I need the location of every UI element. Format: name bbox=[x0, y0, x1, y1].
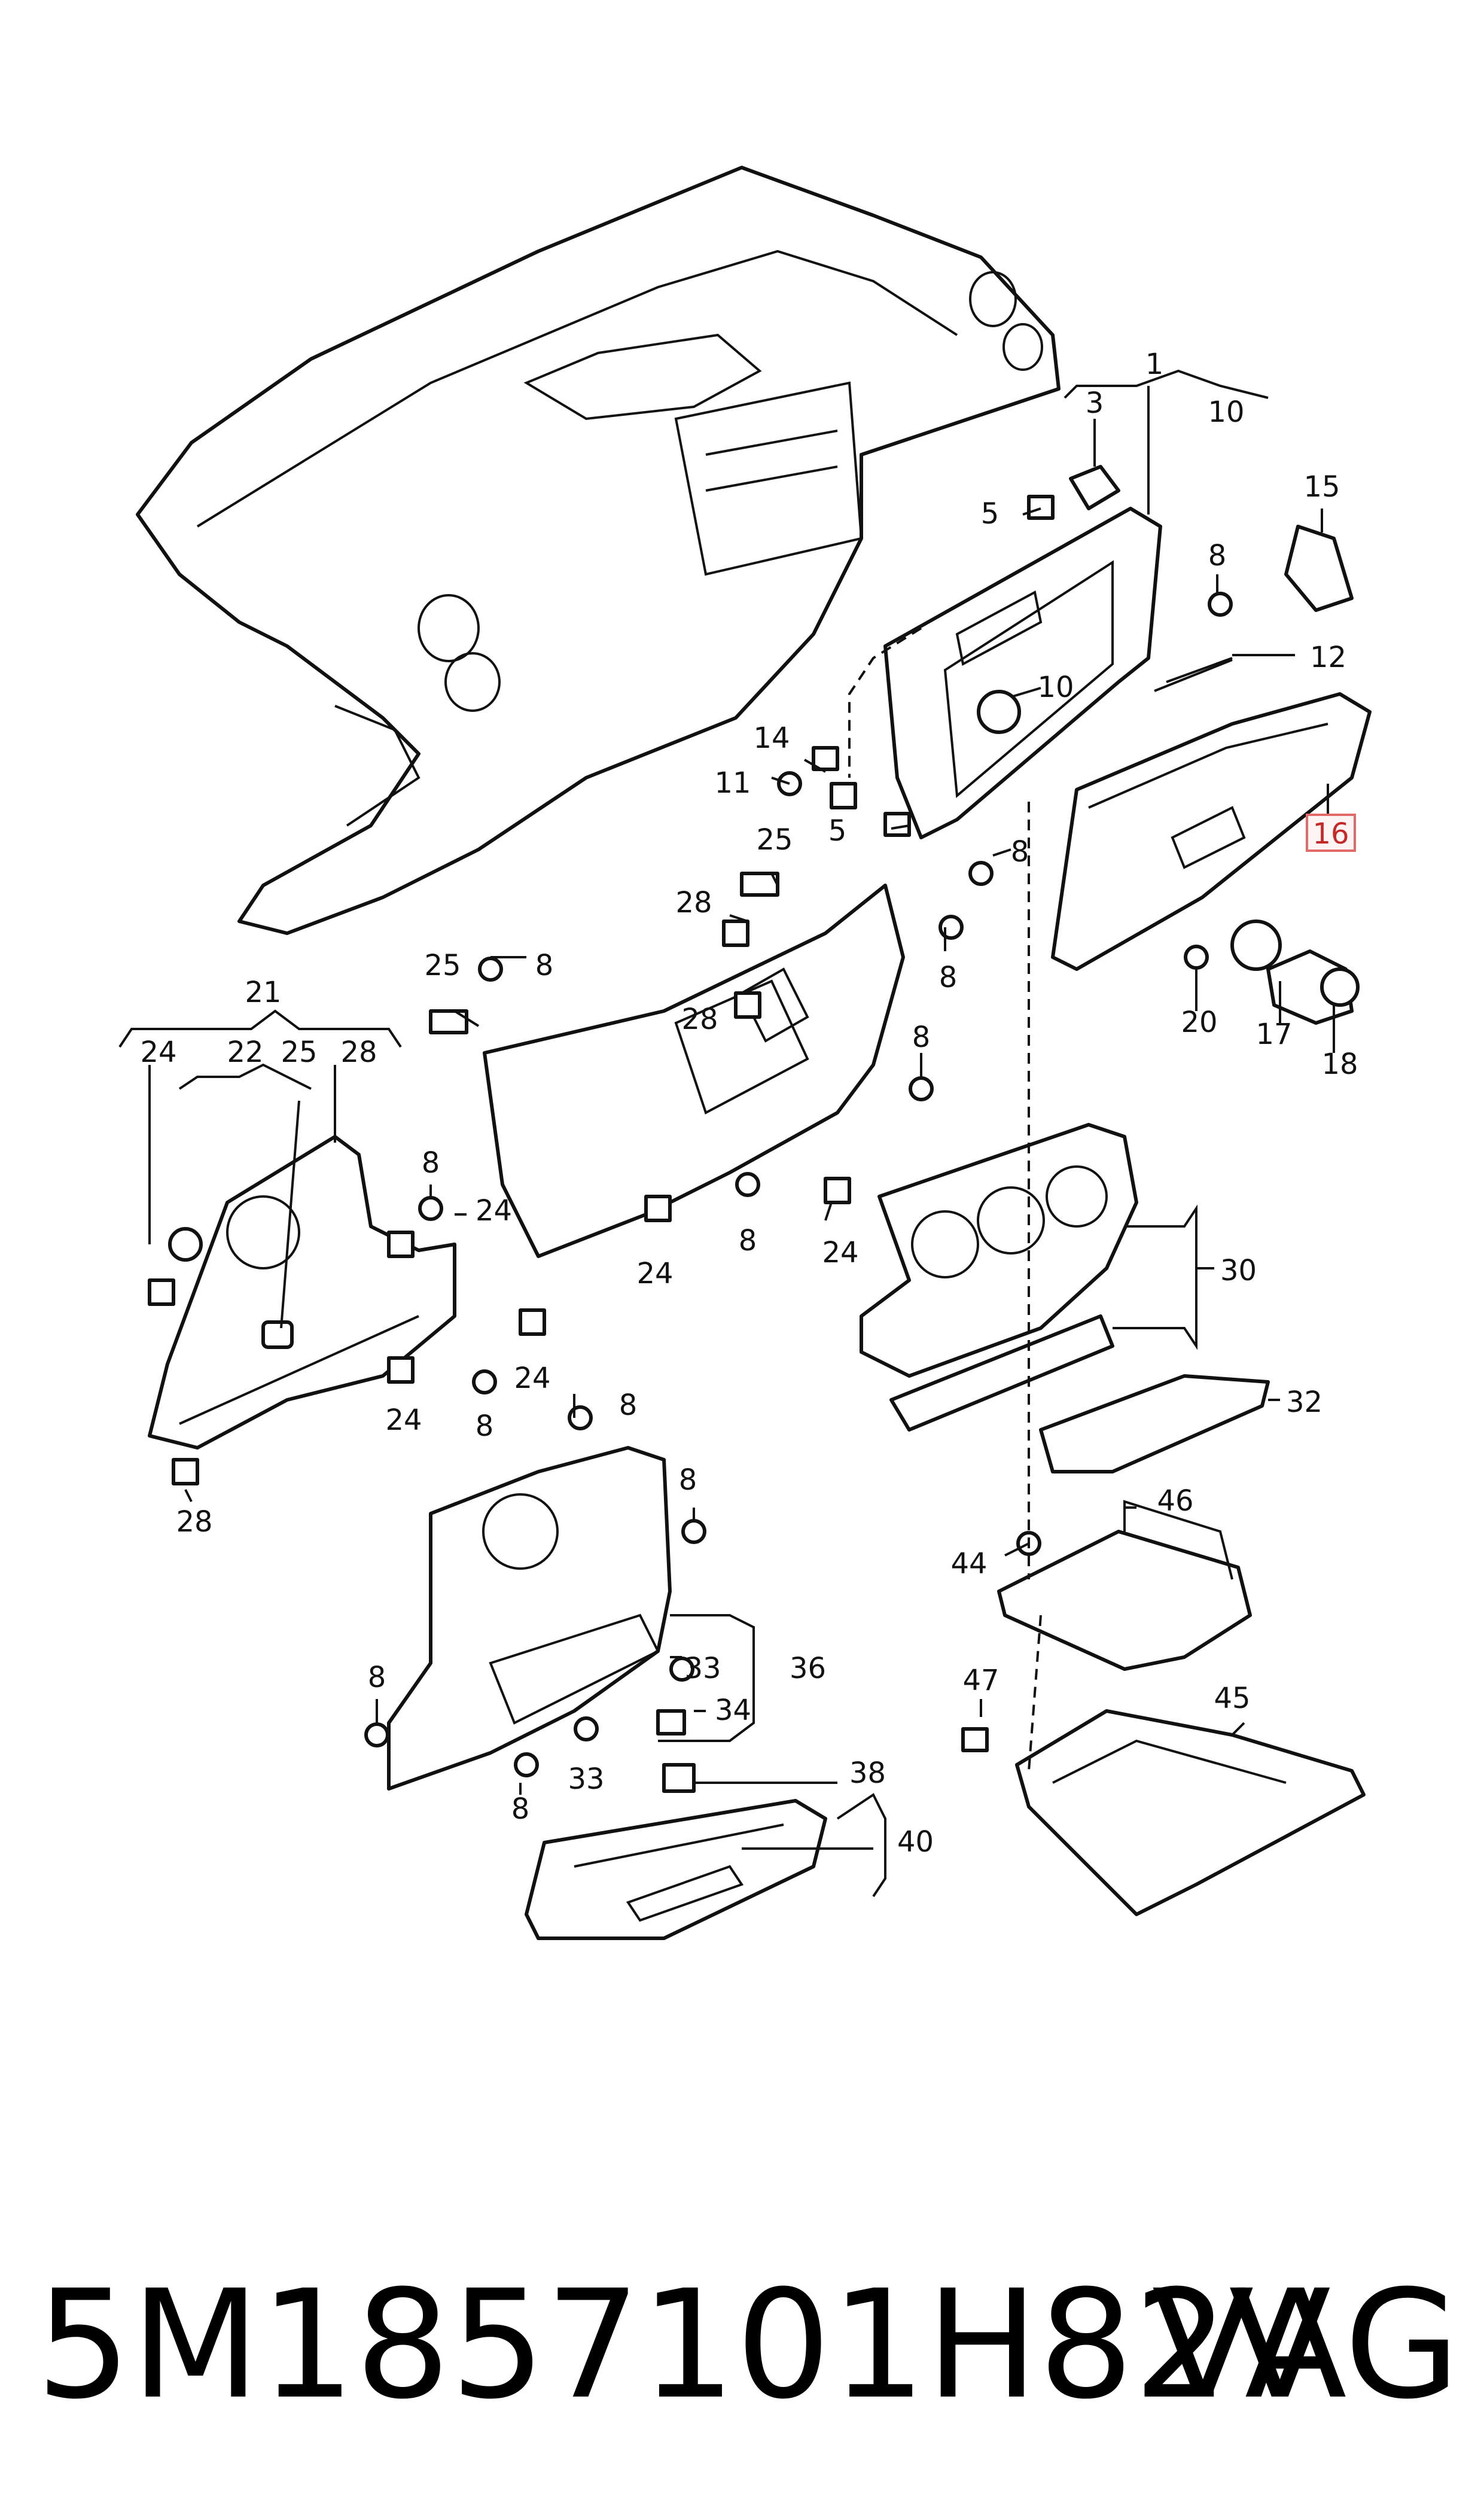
mounting-bracket bbox=[997, 1500, 1252, 1671]
glovebox-frame bbox=[883, 507, 1162, 839]
left-knee-panel bbox=[148, 1135, 456, 1450]
callout-34: 34 bbox=[715, 1694, 751, 1727]
callout-3: 3 bbox=[1086, 386, 1104, 420]
dashboard-panel bbox=[136, 166, 1061, 935]
part-number: 5M1857101H82V bbox=[36, 2258, 1331, 2432]
callout-24: 24 bbox=[140, 1036, 176, 1069]
callout-24: 24 bbox=[476, 1194, 512, 1228]
glovebox-tub bbox=[1015, 1709, 1366, 1916]
callout-labels: 1 3 10 15 5 8 12 10 16 14 11 5 8 25 28 8… bbox=[140, 348, 1358, 1859]
callout-28: 28 bbox=[176, 1505, 212, 1539]
callout-46: 46 bbox=[1157, 1484, 1193, 1518]
callout-8: 8 bbox=[679, 1463, 697, 1497]
callout-14: 14 bbox=[753, 721, 790, 755]
callout-12: 12 bbox=[1310, 641, 1346, 674]
callout-40: 40 bbox=[897, 1825, 934, 1859]
glovebox-lid bbox=[1051, 692, 1372, 971]
lower-dash-panel bbox=[483, 884, 905, 1258]
center-console-trim bbox=[860, 1123, 1270, 1473]
callout-10: 10 bbox=[1037, 671, 1074, 704]
callout-28: 28 bbox=[675, 886, 712, 919]
callout-8: 8 bbox=[535, 949, 554, 982]
callout-24: 24 bbox=[822, 1236, 858, 1269]
callout-24: 24 bbox=[636, 1257, 673, 1290]
callout-45: 45 bbox=[1214, 1682, 1250, 1715]
callout-8: 8 bbox=[511, 1792, 530, 1826]
callout-8: 8 bbox=[619, 1389, 638, 1422]
callout-28: 28 bbox=[340, 1036, 377, 1069]
callout-21: 21 bbox=[245, 976, 281, 1009]
callout-38: 38 bbox=[849, 1756, 886, 1790]
callout-24: 24 bbox=[514, 1362, 550, 1395]
callout-15: 15 bbox=[1303, 470, 1340, 504]
callout-8: 8 bbox=[912, 1021, 931, 1054]
leader-lines bbox=[118, 369, 1335, 1898]
callout-25: 25 bbox=[424, 949, 461, 982]
callout-44: 44 bbox=[950, 1547, 987, 1581]
callout-10: 10 bbox=[1208, 395, 1244, 429]
callout-1: 1 bbox=[1145, 348, 1164, 381]
lower-center-panel bbox=[387, 1446, 672, 1791]
callout-47: 47 bbox=[962, 1664, 999, 1697]
callout-16-highlight-box bbox=[1306, 814, 1356, 852]
callout-36: 36 bbox=[790, 1652, 826, 1685]
callout-18: 18 bbox=[1321, 1048, 1358, 1081]
callout-33: 33 bbox=[568, 1762, 604, 1796]
storage-tray bbox=[525, 1799, 827, 1940]
callout-33: 33 bbox=[684, 1652, 721, 1685]
callout-5: 5 bbox=[981, 497, 1000, 531]
callout-17: 17 bbox=[1256, 1018, 1292, 1051]
callout-5: 5 bbox=[828, 814, 847, 848]
callout-25: 25 bbox=[756, 823, 793, 857]
callout-8: 8 bbox=[939, 961, 958, 994]
fasteners bbox=[148, 592, 1233, 1793]
callout-8: 8 bbox=[476, 1409, 494, 1443]
part-footer: 5M1857101H82V VAG bbox=[0, 2237, 1484, 2453]
callout-8: 8 bbox=[422, 1146, 440, 1180]
callout-32: 32 bbox=[1286, 1386, 1323, 1419]
callout-20: 20 bbox=[1181, 1006, 1217, 1039]
callout-11: 11 bbox=[714, 766, 751, 800]
callout-8: 8 bbox=[739, 1224, 757, 1258]
callout-30: 30 bbox=[1220, 1254, 1257, 1287]
callout-28: 28 bbox=[681, 1003, 718, 1036]
callout-24: 24 bbox=[385, 1403, 422, 1437]
callout-16: 16 bbox=[1312, 817, 1349, 851]
callout-8: 8 bbox=[1011, 835, 1029, 869]
small-fittings-top bbox=[812, 465, 1360, 1025]
callout-8: 8 bbox=[1208, 539, 1227, 573]
brand-name: VAG bbox=[1151, 2258, 1460, 2432]
diagram-drawing: 1 3 10 15 5 8 12 10 16 14 11 5 8 25 28 8… bbox=[118, 166, 1372, 1940]
callout-22: 22 bbox=[227, 1036, 263, 1069]
callout-8: 8 bbox=[368, 1661, 386, 1694]
callout-25: 25 bbox=[281, 1036, 317, 1069]
